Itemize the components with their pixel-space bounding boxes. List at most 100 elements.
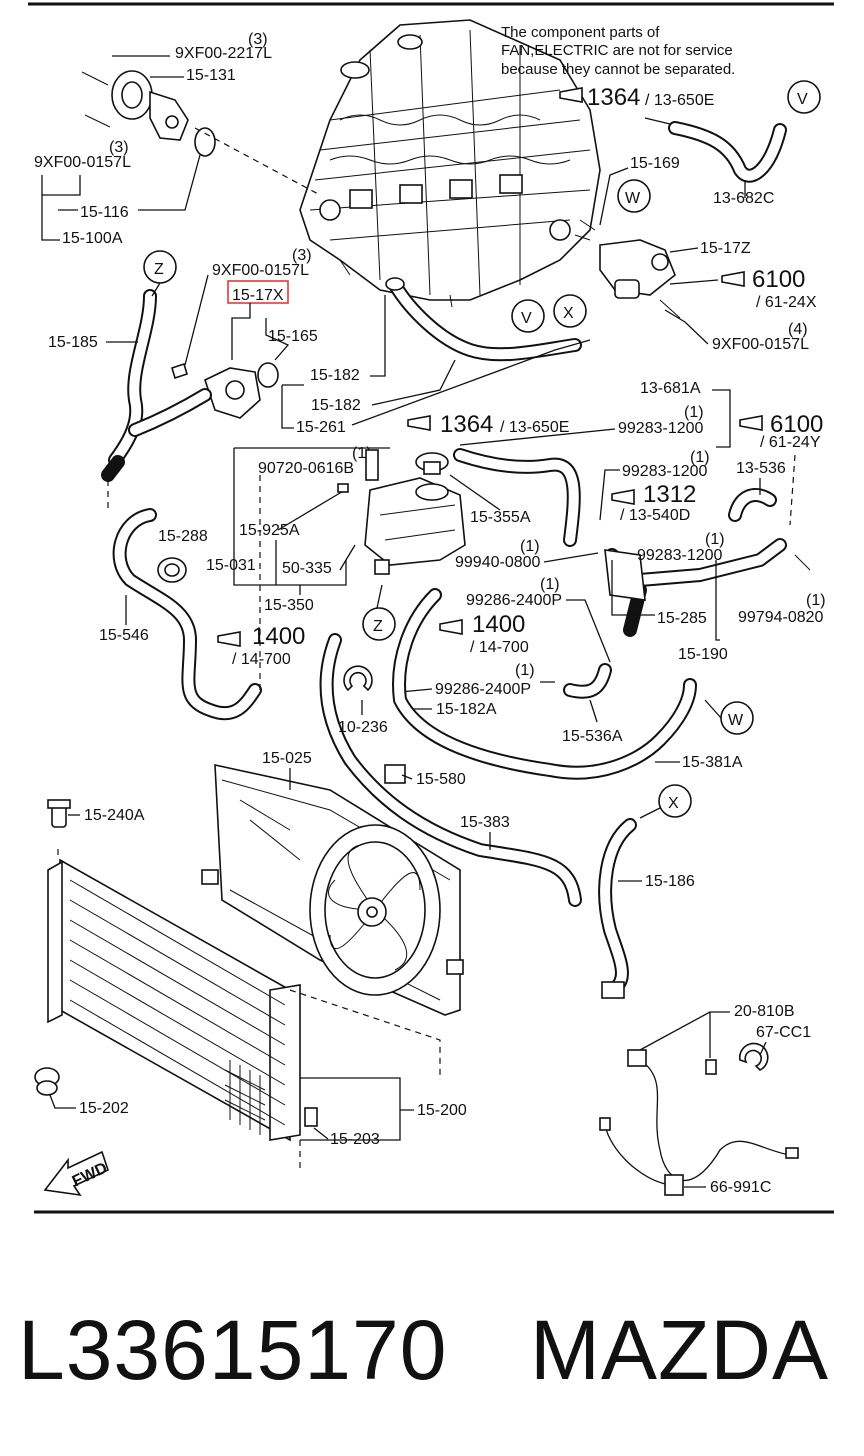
label-15-240a: 15-240A <box>84 807 145 824</box>
part-number-text: L33615170 <box>18 1303 448 1397</box>
svg-text:1364: 1364 <box>440 411 493 438</box>
label-15-536a: 15-536A <box>562 728 623 745</box>
label-90720-0616b: 90720-0616B <box>258 460 354 477</box>
hose-15-186 <box>598 818 637 997</box>
engine-block <box>299 19 601 308</box>
label-13-682c: 13-682C <box>713 190 774 207</box>
ref-1312: 1312 / 13-540D <box>611 481 696 524</box>
svg-text:/ 14-700: / 14-700 <box>232 651 291 668</box>
ref-1364-mid: 1364 / 13-650E <box>407 411 569 438</box>
label-15-165: 15-165 <box>268 328 318 345</box>
thermostat-housing <box>171 362 279 419</box>
label-99940-0800: 99940-0800 <box>455 554 541 571</box>
label-9xf00-0157l-b: 9XF00-0157L <box>212 262 309 279</box>
label-15-383: 15-383 <box>460 814 510 831</box>
hose-15-182 <box>388 278 582 362</box>
label-66-991c: 66-991C <box>710 1179 771 1196</box>
svg-text:1400: 1400 <box>252 623 305 650</box>
qty-99794-0820: (1) <box>806 592 826 609</box>
callout-z-top: Z <box>143 250 177 284</box>
leader-15-169 <box>599 167 629 226</box>
ref-1400-left: 1400 / 14-700 <box>217 623 305 668</box>
label-15-202: 15-202 <box>79 1100 129 1117</box>
label-15-17x-highlighted: 15-17X <box>232 287 284 304</box>
radiator-15-200 <box>47 845 441 1170</box>
label-15-185: 15-185 <box>48 334 98 351</box>
callout-v-mid: V <box>511 299 545 333</box>
qty-9xf00-0157l-c: (4) <box>788 321 808 338</box>
note-line-2: FAN,ELECTRIC are not for service <box>501 42 733 59</box>
label-15-261: 15-261 <box>296 419 346 436</box>
label-15-925a: 15-925A <box>239 522 300 539</box>
qty-99283-1200-b: (1) <box>690 449 710 466</box>
label-15-203: 15-203 <box>330 1131 380 1148</box>
leader-15-203 <box>313 1127 329 1140</box>
label-15-190: 15-190 <box>678 646 728 663</box>
label-67-cc1: 67-CC1 <box>756 1024 811 1041</box>
label-15-285: 15-285 <box>657 610 707 627</box>
label-9xf00-0157l-a: 9XF00-0157L <box>34 154 131 171</box>
leaders-15-100a <box>41 154 201 241</box>
callout-w-mid: W <box>720 701 754 735</box>
leaders-thermostat <box>184 274 290 366</box>
svg-text:V: V <box>521 310 532 327</box>
qty-99283-1200-a: (1) <box>684 404 704 421</box>
label-15-288: 15-288 <box>158 528 208 545</box>
brand-text: MAZDA <box>530 1303 829 1397</box>
qty-9xf00-0157l-b: (3) <box>292 247 312 264</box>
callout-x-mid: X <box>553 294 587 328</box>
leader-99283-1200-b <box>599 469 620 521</box>
qty-9xf00-2217l: (3) <box>248 31 268 48</box>
leaders-20-810b <box>639 1011 767 1058</box>
label-15-546: 15-546 <box>99 627 149 644</box>
label-15-200: 15-200 <box>417 1102 467 1119</box>
label-9xf00-0157l-c: 9XF00-0157L <box>712 336 809 353</box>
fwd-arrow: FWD <box>43 1150 110 1197</box>
svg-text:X: X <box>668 795 679 812</box>
svg-text:W: W <box>625 190 641 207</box>
leader-15-355a <box>449 474 501 511</box>
svg-text:/ 14-700: / 14-700 <box>470 639 529 656</box>
hose-15-546 <box>112 508 262 721</box>
coolant-reservoir <box>364 452 466 575</box>
leader-99940-0800 <box>543 552 599 563</box>
label-15-182-a: 15-182 <box>310 367 360 384</box>
svg-text:1364: 1364 <box>587 84 640 111</box>
bracket-15-200 <box>300 1077 414 1141</box>
label-13-536: 13-536 <box>736 460 786 477</box>
drain-plug-15-240a <box>47 799 71 828</box>
hose-15-536a <box>563 663 612 699</box>
svg-text:/ 13-650E: / 13-650E <box>500 419 569 436</box>
hose-13-536 <box>728 488 777 522</box>
highlighted-part-box <box>227 280 289 304</box>
label-15-169: 15-169 <box>630 155 680 172</box>
label-15-031: 15-031 <box>206 557 256 574</box>
label-99283-1200-b: 99283-1200 <box>622 463 708 480</box>
hose-15-381a <box>392 588 697 780</box>
hose-15-383 <box>319 633 582 907</box>
hose-13-682c <box>668 121 787 183</box>
leader-15-536a <box>589 699 598 723</box>
label-15-580: 15-580 <box>416 771 466 788</box>
label-15-355a: 15-355A <box>470 509 531 526</box>
callout-leaders <box>151 282 722 819</box>
clamp-10-236 <box>343 665 373 692</box>
bracket-15-190 <box>611 560 720 641</box>
note-line-3: because they cannot be separated. <box>501 61 735 78</box>
dashed-15-546 <box>107 470 261 690</box>
leader-15-261 <box>351 339 591 426</box>
svg-text:/ 61-24X: / 61-24X <box>756 294 817 311</box>
qty-99286-2400p-b: (1) <box>515 662 535 679</box>
bracket-15-285 <box>604 549 646 601</box>
svg-text:Z: Z <box>154 261 164 278</box>
label-99286-2400p-b: 99286-2400P <box>435 681 531 698</box>
bolt-99794-0820 <box>794 554 811 571</box>
leaders-water-pump <box>112 55 184 78</box>
bolt-9xf00-0157l-c <box>659 299 681 319</box>
svg-text:Z: Z <box>373 618 383 635</box>
clamp-15-288 <box>157 557 187 583</box>
leaders-15-350 <box>277 489 356 595</box>
svg-text:/ 13-540D: / 13-540D <box>620 507 690 524</box>
label-15-17z: 15-17Z <box>700 240 751 257</box>
bolt-90720-0616b <box>365 449 379 481</box>
